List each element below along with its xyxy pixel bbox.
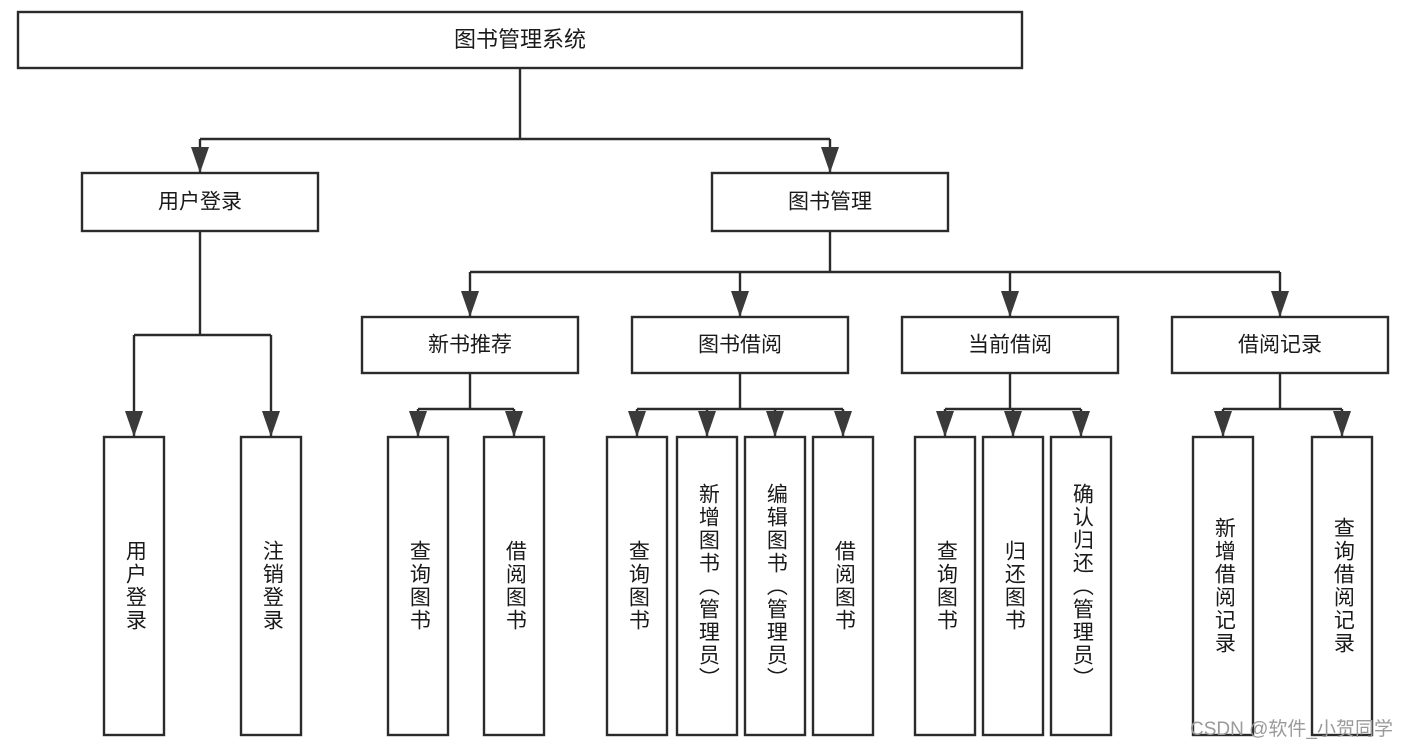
arrow-head-icon xyxy=(262,411,280,437)
node-book-borrow-label: 图书借阅 xyxy=(698,334,782,357)
node-book-borrow[interactable] xyxy=(630,315,850,375)
arrow-head-icon xyxy=(731,291,749,317)
arrow-head-icon xyxy=(698,411,716,437)
arrow-head-icon xyxy=(1004,411,1022,437)
node-leaf-confirm-return[interactable] xyxy=(1049,435,1113,737)
node-book-manage-label: 图书管理 xyxy=(788,191,872,214)
node-current-borrow[interactable] xyxy=(900,315,1120,375)
arrow-head-icon xyxy=(461,291,479,317)
node-leaf-query-book-2[interactable] xyxy=(605,435,669,737)
node-new-book-recommend[interactable] xyxy=(360,315,580,375)
arrow-head-icon xyxy=(1333,411,1351,437)
node-leaf-borrow-book-2[interactable] xyxy=(811,435,875,737)
node-borrow-record-label: 借阅记录 xyxy=(1238,334,1322,357)
node-leaf-edit-book[interactable] xyxy=(743,435,807,737)
node-user-login[interactable] xyxy=(80,171,320,233)
arrow-head-icon xyxy=(834,411,852,437)
arrow-head-icon xyxy=(505,411,523,437)
csdn-watermark: CSDN @软件_小贺同学 xyxy=(1190,719,1393,740)
connector-layer xyxy=(125,68,1351,437)
node-current-borrow-label: 当前借阅 xyxy=(968,334,1052,357)
node-borrow-record[interactable] xyxy=(1170,315,1390,375)
node-leaf-user-login[interactable] xyxy=(102,435,166,737)
node-root-system[interactable] xyxy=(16,10,1024,70)
arrow-head-icon xyxy=(628,411,646,437)
arrow-head-icon xyxy=(125,411,143,437)
arrow-head-icon xyxy=(821,147,839,173)
arrow-head-icon xyxy=(936,411,954,437)
arrow-head-icon xyxy=(191,147,209,173)
arrow-head-icon xyxy=(1001,291,1019,317)
arrow-head-icon xyxy=(1214,411,1232,437)
node-leaf-add-book[interactable] xyxy=(675,435,739,737)
node-leaf-return-book[interactable] xyxy=(981,435,1045,737)
node-leaf-logout[interactable] xyxy=(239,435,303,737)
arrow-head-icon xyxy=(1271,291,1289,317)
arrow-head-icon xyxy=(766,411,784,437)
arrow-head-icon xyxy=(1072,411,1090,437)
node-leaf-borrow-book-1[interactable] xyxy=(482,435,546,737)
node-leaf-query-book-1[interactable] xyxy=(386,435,450,737)
node-leaf-add-record[interactable] xyxy=(1191,435,1255,737)
node-new-book-recommend-label: 新书推荐 xyxy=(428,334,512,357)
node-root-system-label: 图书管理系统 xyxy=(454,27,586,52)
node-book-manage[interactable] xyxy=(710,171,950,233)
node-leaf-query-book-3[interactable] xyxy=(913,435,977,737)
arrow-head-icon xyxy=(409,411,427,437)
node-leaf-query-record[interactable] xyxy=(1310,435,1374,737)
node-user-login-label: 用户登录 xyxy=(158,191,242,214)
